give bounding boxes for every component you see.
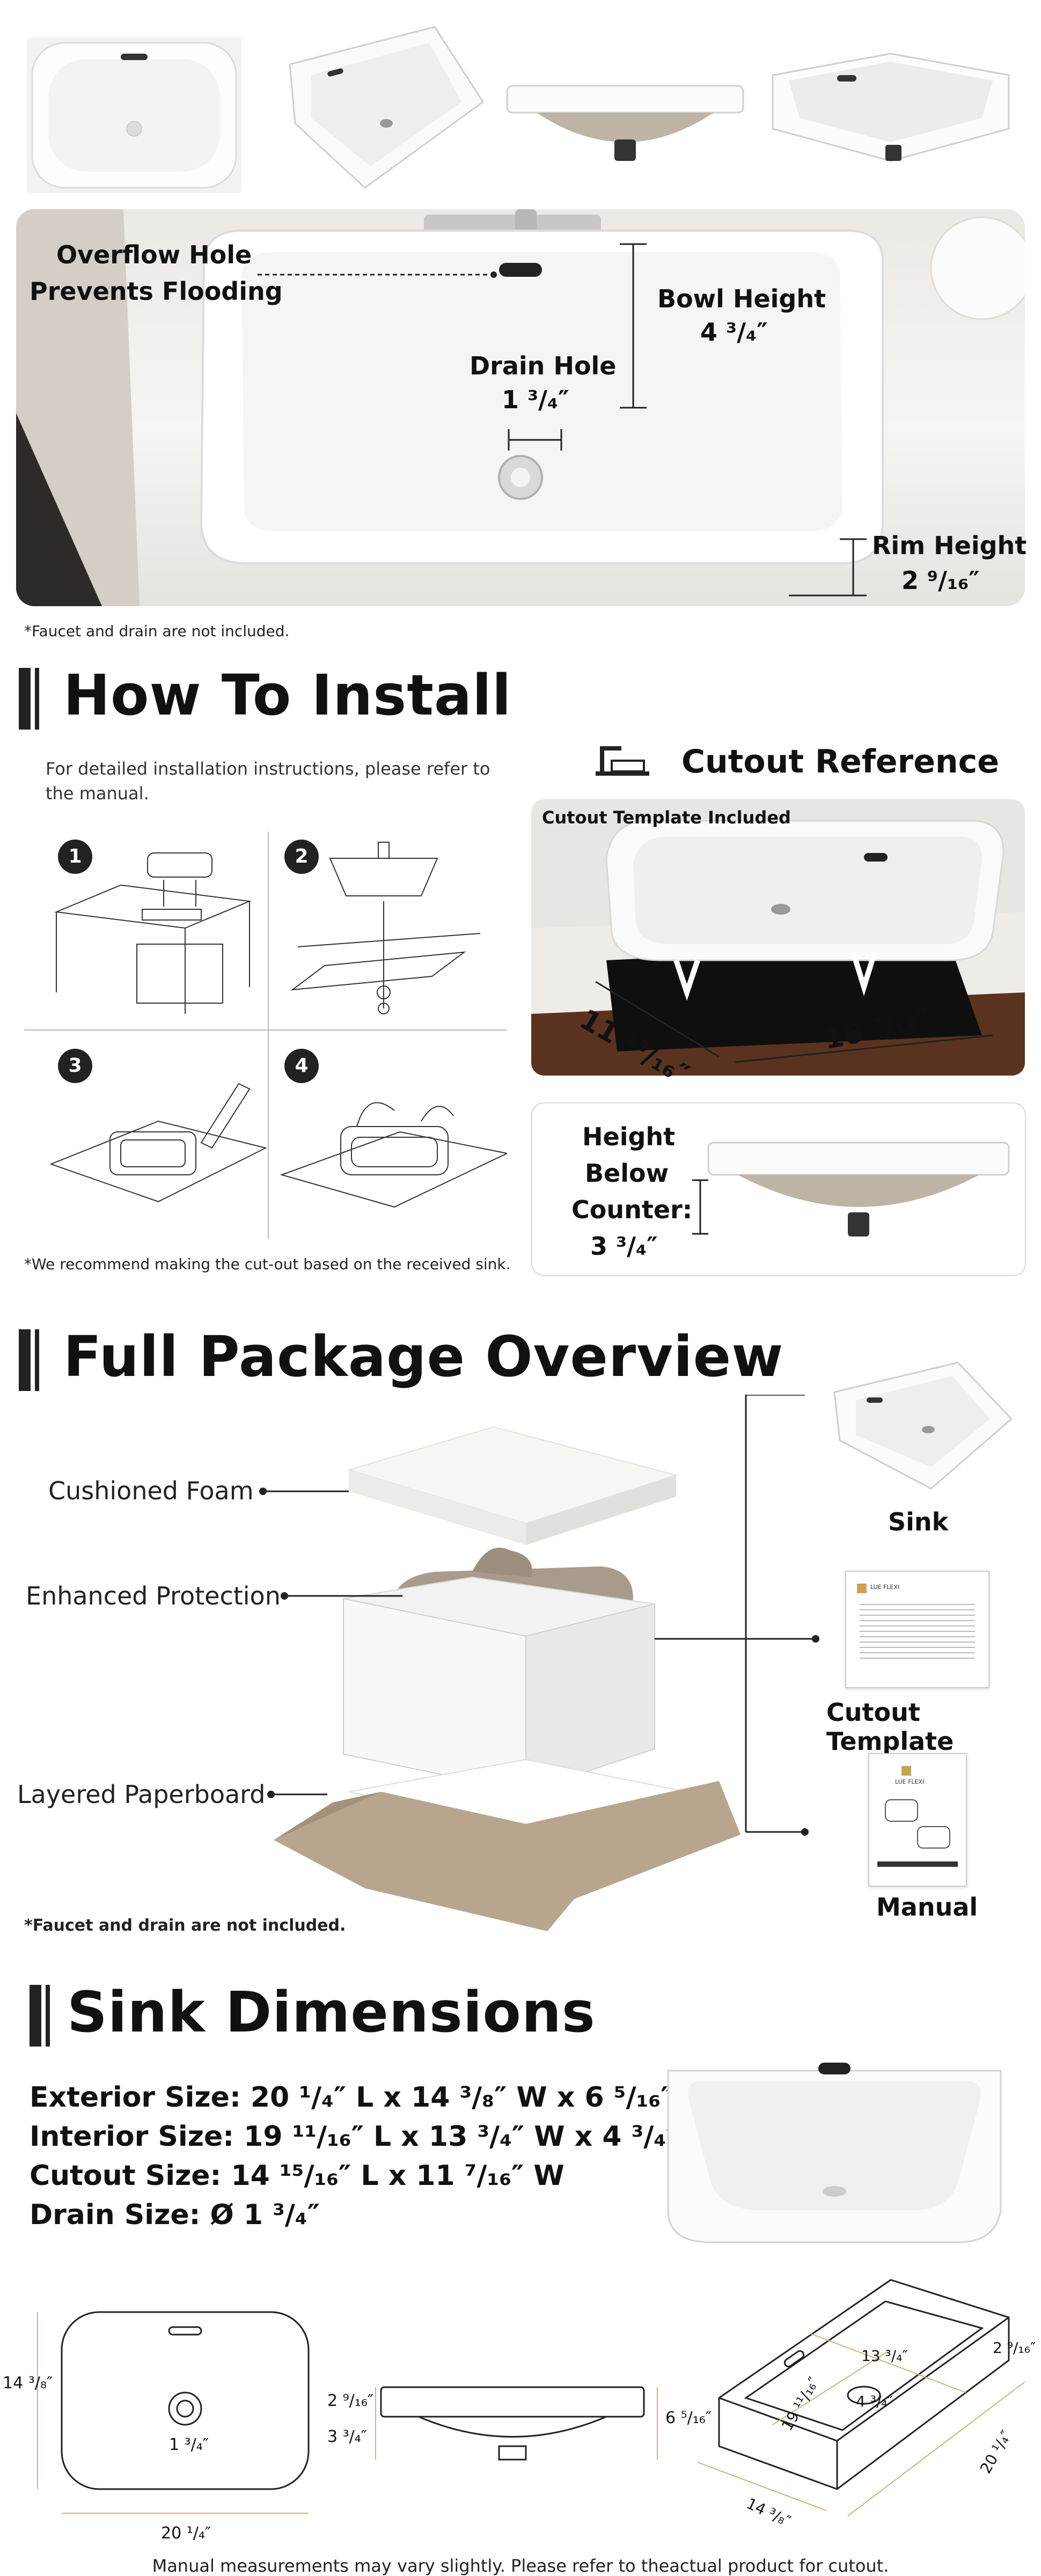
dimensions-title-bar [30,1985,50,2047]
height-below-counter-diagram [692,1142,1010,1237]
manual-sink-drawings [885,1799,950,1849]
enhanced-protection-label: Enhanced Protection [26,1581,281,1610]
overflow-hole-sublabel: Prevents Flooding [30,277,283,306]
drain-hole-value: 1 ³/₄″ [502,385,569,414]
template-text-lines [860,1604,975,1663]
iso-rim-dim: 2 ⁹/₁₆″ [993,2339,1036,2357]
install-title-bar [19,668,39,730]
dimension-drawings [37,2279,1025,2516]
side-view-rim-dim: 2 ⁹/₁₆″ [327,2391,374,2410]
rim-height-label: Rim Height [872,531,1027,560]
faucet-icon [596,746,649,776]
step-badge-4: 4 [284,1049,319,1083]
height-label-line2: Below [585,1159,669,1188]
top-view-length-dim: 20 ¹/₄″ [161,2524,211,2543]
cushioned-foam-label: Cushioned Foam [48,1476,254,1505]
package-footnote: *Faucet and drain are not included. [24,1916,346,1935]
sink-photo-angle-view[interactable] [274,16,488,198]
package-sink-image[interactable] [824,1360,1017,1494]
rim-height-value: 2 ⁹/₁₆″ [901,566,980,595]
package-title: Full Package Overview [63,1324,784,1389]
package-title-bar [19,1329,39,1391]
cutout-template-included: Cutout Template Included [542,807,791,828]
layered-paperboard-label: Layered Paperboard [17,1780,266,1809]
bowl-height-value: 4 ³/₄″ [700,318,768,347]
exterior-size: Exterior Size: 20 ¹/₄″ L x 14 ³/₈″ W x 6… [30,2081,706,2114]
iso-inner-width-dim: 13 ³/₄″ [861,2347,908,2365]
package-callout-lines [259,1395,819,1836]
height-label-line1: Height [582,1122,676,1151]
step-badge-1: 1 [58,840,92,874]
drain-hole-label: Drain Hole [470,351,617,380]
sink-hero-photo [16,209,1025,606]
cutout-template-document[interactable]: LUE FLEXI [845,1571,989,1688]
cutout-reference-photo[interactable] [531,799,1025,1076]
overflow-hole-label: Overflow Hole [56,240,252,269]
install-title: How To Install [63,663,512,728]
dimensions-title: Sink Dimensions [67,1979,596,2045]
install-intro: For detailed installation instructions, … [46,759,490,804]
cutout-reference-title: Cutout Reference [681,743,999,781]
manual-bar [877,1861,958,1867]
manual-document[interactable]: LUE FLEXI [868,1753,967,1887]
sink-photo-top-view[interactable] [27,38,241,193]
bowl-height-label: Bowl Height [657,284,826,313]
template-logo-icon [857,1584,867,1593]
hero-footnote: *Faucet and drain are not included. [24,622,290,640]
step-badge-2: 2 [284,840,319,874]
sink-photo-perspective[interactable] [767,43,1014,166]
cutout-recommendation-note: *We recommend making the cut-out based o… [24,1255,511,1273]
side-view-height-dim: 6 ⁵/₁₆″ [665,2409,712,2427]
manual-logo-icon [901,1766,911,1776]
top-view-width-dim: 14 ³/₈″ [3,2374,53,2393]
template-brand: LUE FLEXI [870,1584,900,1591]
top-view-drain-dim: 1 ³/₄″ [169,2435,209,2454]
drain-size: Drain Size: Ø 1 ³/₄″ [30,2199,320,2231]
package-exploded-illustration [274,1426,741,1931]
cutout-template-label: Cutout Template [826,1698,954,1756]
hero-annotation-lines [258,243,867,597]
side-view-bowl-dim: 3 ³/₄″ [327,2427,367,2446]
iso-drain-dim: 4 ³/₄″ [856,2393,893,2410]
height-label-line3: Counter: [571,1195,693,1224]
install-steps-grid [24,831,507,1239]
interior-size: Interior Size: 19 ¹¹/₁₆″ L x 13 ³/₄″ W x… [30,2121,712,2153]
manual-label: Manual [876,1893,978,1922]
height-below-counter-value: 3 ³/₄″ [590,1232,658,1261]
package-sink-label: Sink [888,1507,949,1536]
measurement-disclaimer: Manual measurements may vary slightly. P… [152,2556,889,2576]
dimensions-sink-photo[interactable] [657,2049,1011,2248]
step-badge-3: 3 [58,1049,92,1083]
sink-photo-side-view[interactable] [504,80,746,166]
cutout-size: Cutout Size: 14 ¹⁵/₁₆″ L x 11 ⁷/₁₆″ W [30,2160,565,2192]
manual-brand: LUE FLEXI [895,1778,925,1785]
